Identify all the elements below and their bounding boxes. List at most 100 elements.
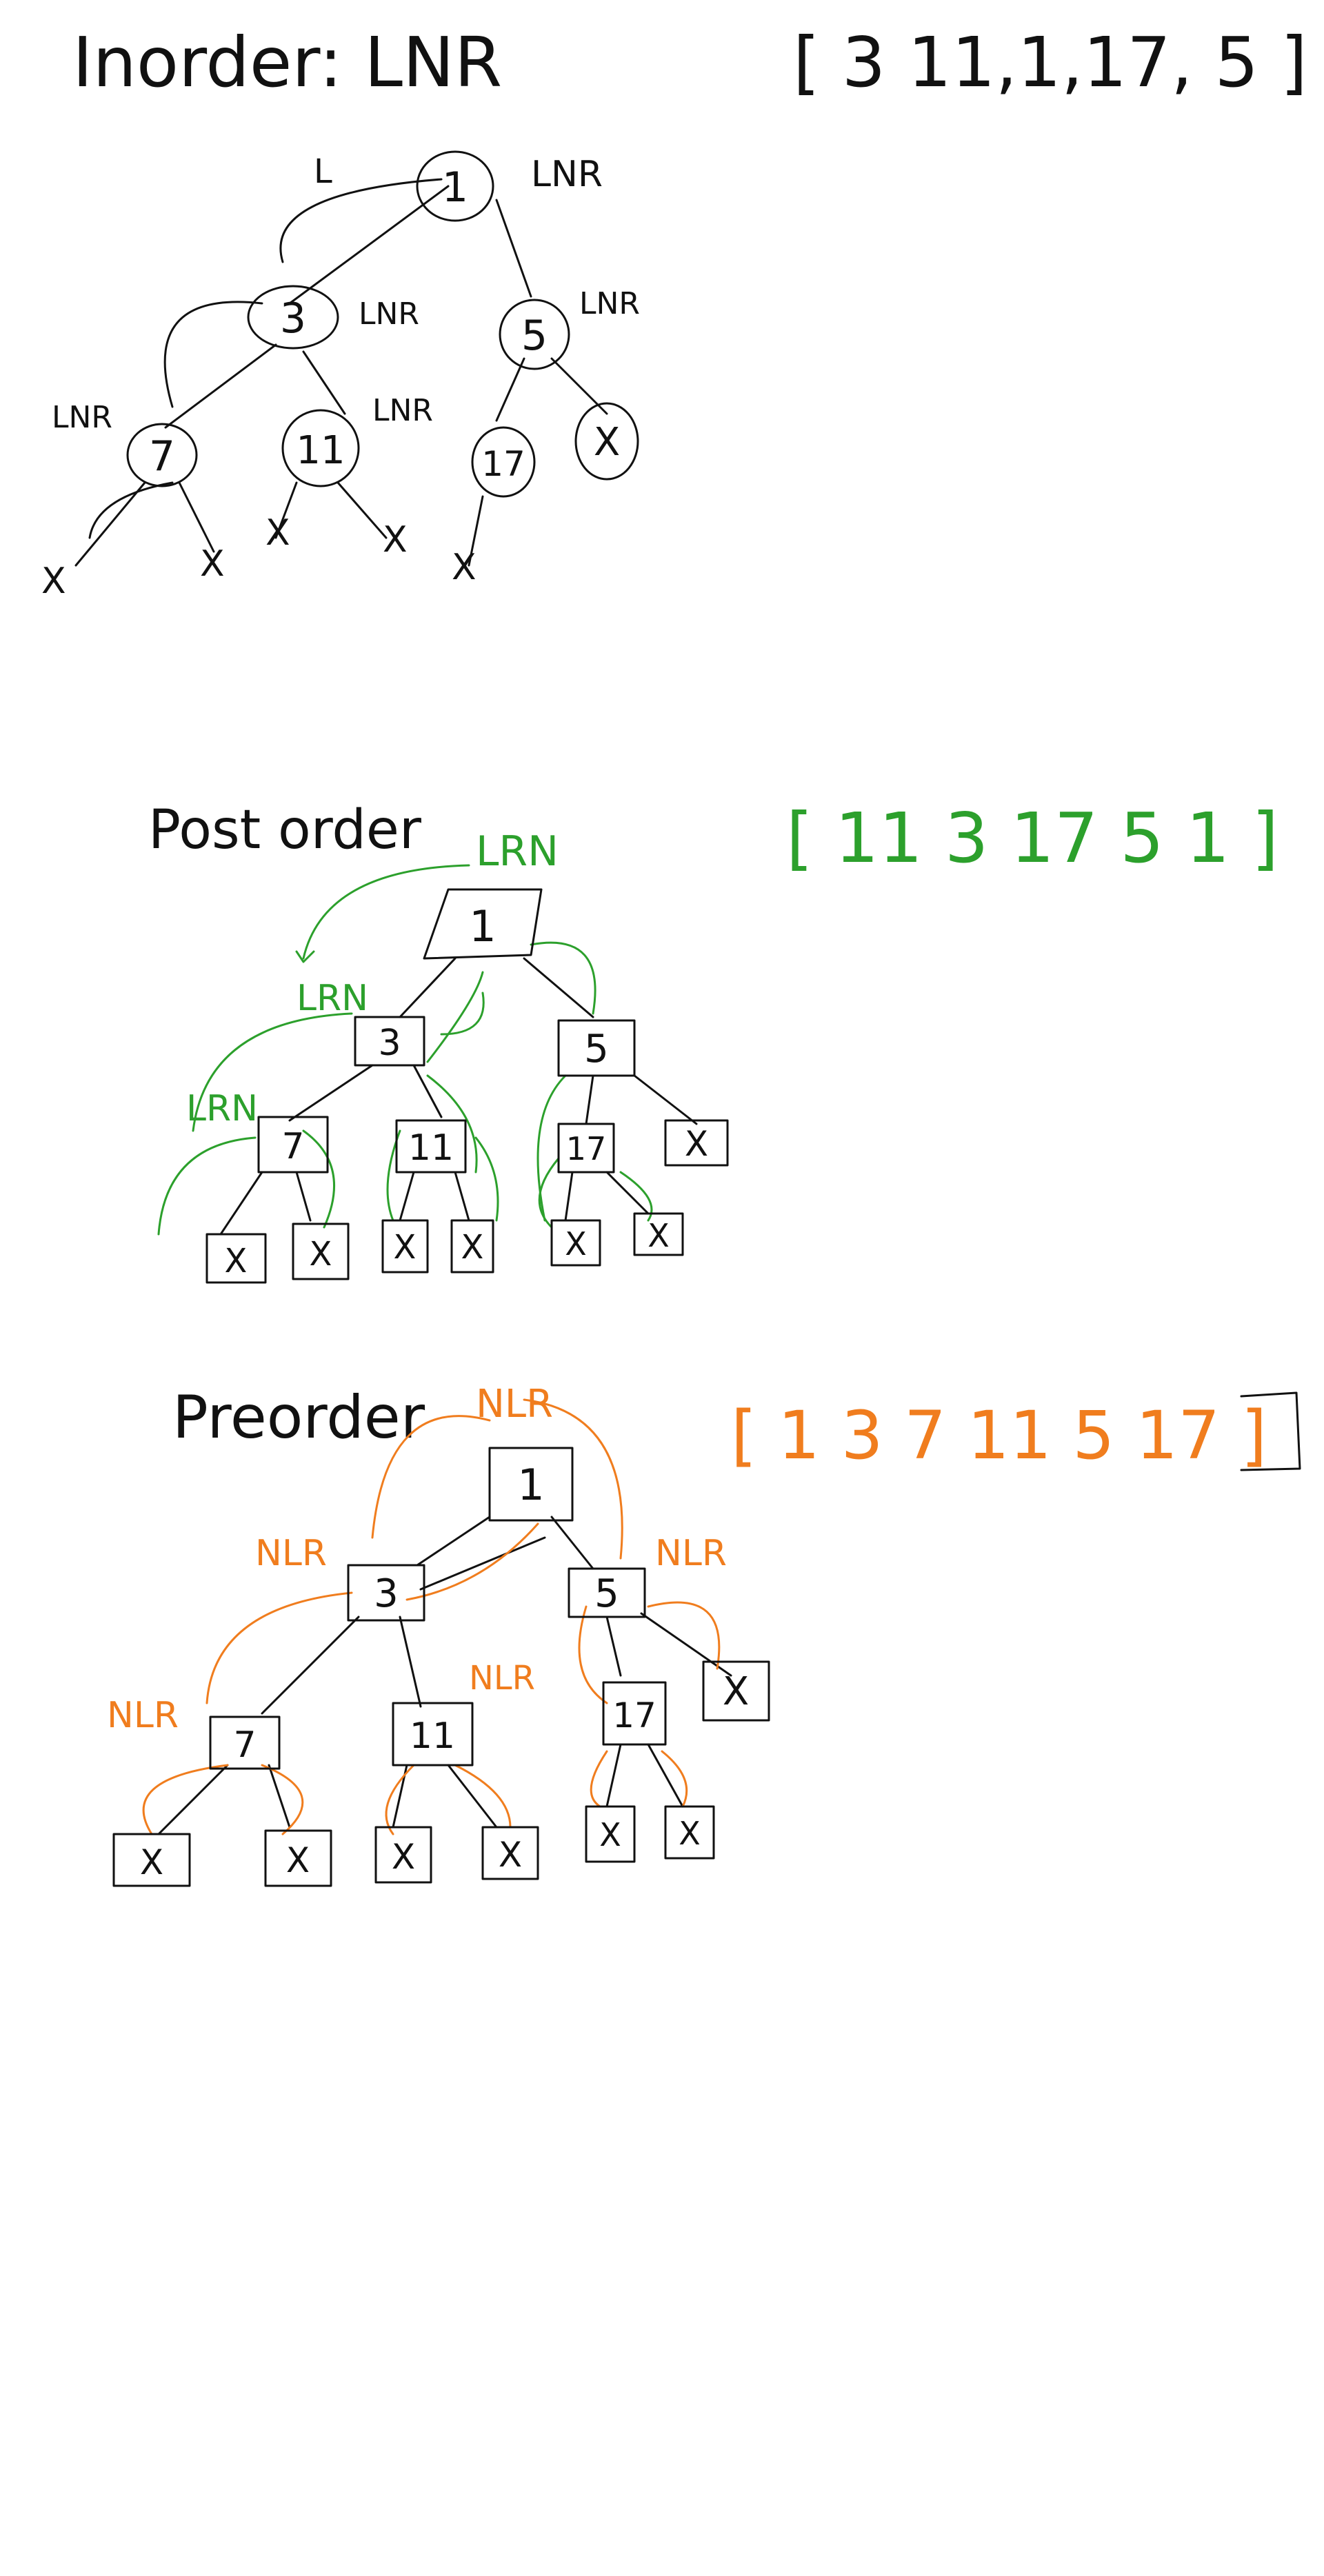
null-marker: X: [599, 1816, 621, 1853]
preorder-node-right-left: 17: [602, 1681, 667, 1746]
node-label: 1: [469, 901, 496, 952]
node-label: 11: [408, 1127, 454, 1169]
inorder-edge-label: L: [314, 152, 332, 191]
preorder-node-right: 5: [568, 1567, 646, 1618]
preorder-rule-label: NLR: [255, 1533, 327, 1574]
node-label: 1: [517, 1460, 544, 1510]
node-label: 5: [584, 1027, 609, 1071]
preorder-rule-label: NLR: [107, 1695, 179, 1736]
node-ellipse: [126, 423, 198, 487]
postorder-edges: [219, 957, 698, 1236]
node-label: 17: [612, 1695, 656, 1735]
node-label: 5: [521, 312, 548, 360]
node-label: 11: [296, 428, 345, 473]
node-label: X: [723, 1669, 749, 1714]
inorder-rule-label: LNR: [579, 286, 640, 321]
node-box: [602, 1681, 667, 1746]
preorder-node-left-left: 7: [209, 1715, 281, 1770]
null-marker: X: [310, 1235, 332, 1274]
node-box: [488, 1447, 574, 1522]
postorder-heading: Post order: [148, 799, 422, 861]
inorder-node-left: 3: [247, 285, 339, 350]
inorder-heading: Inorder: LNR: [72, 22, 502, 103]
inorder-result: [ 3 11,1,17, 5 ]: [793, 22, 1307, 103]
inorder-traversal-arrow: [279, 178, 443, 263]
node-label: 7: [149, 432, 175, 481]
postorder-section: Post order [ 11 3 17 5 1 ] LRN LRN LRN: [148, 798, 1278, 1284]
node-box: [392, 1702, 474, 1767]
postorder-null-nodes: X X X X X X: [205, 1212, 684, 1284]
preorder-node-left-right: 11: [392, 1702, 474, 1767]
node-label: 17: [481, 444, 525, 484]
inorder-rule-label: LNR: [531, 154, 603, 195]
node-box: [557, 1123, 615, 1174]
node-ellipse: [281, 409, 360, 487]
preorder-result-bracket: [1240, 1391, 1301, 1471]
node-box: [568, 1567, 646, 1618]
null-marker: X: [225, 1242, 248, 1280]
null-marker: X: [200, 543, 225, 585]
node-label: 5: [594, 1571, 619, 1616]
postorder-node-right-left: 17: [557, 1123, 615, 1174]
inorder-rule-label: LNR: [359, 296, 419, 332]
node-ellipse: [416, 150, 494, 222]
node-box: [664, 1119, 729, 1167]
node-box: [209, 1715, 281, 1770]
inorder-node-root: 1: [416, 150, 494, 222]
node-box: [395, 1119, 467, 1174]
inorder-node-right: 5: [499, 299, 570, 370]
postorder-node-left-left: 7: [257, 1116, 329, 1174]
node-box: [702, 1660, 770, 1722]
node-label: 3: [374, 1571, 399, 1616]
node-ellipse: [471, 426, 536, 498]
null-marker: X: [383, 519, 408, 561]
node-box: [423, 888, 543, 960]
postorder-node-root: 1: [423, 888, 543, 960]
preorder-section: Preorder [ 1 3 7 11 5 17 ] NLR NLR NLR N…: [107, 1382, 1301, 1887]
postorder-node-right-right: X: [664, 1119, 729, 1167]
inorder-section: Inorder: LNR [ 3 11,1,17, 5 ] 1: [41, 22, 1307, 602]
node-label: 7: [281, 1126, 304, 1167]
null-marker: X: [679, 1815, 701, 1852]
inorder-edges: [74, 178, 608, 567]
null-marker: X: [41, 561, 66, 602]
node-label: 3: [280, 294, 306, 343]
preorder-rule-label: NLR: [469, 1659, 535, 1698]
node-ellipse: [247, 285, 339, 350]
inorder-node-right-right: X: [574, 402, 639, 481]
node-box: [557, 1019, 636, 1077]
null-marker: X: [452, 547, 477, 588]
node-label: 1: [442, 163, 468, 212]
preorder-node-right-right: X: [702, 1660, 770, 1722]
node-label: 11: [410, 1715, 455, 1757]
postorder-rule-label: LRN: [297, 978, 368, 1019]
null-marker: X: [565, 1225, 587, 1262]
preorder-traversal-arrows: [142, 1398, 721, 1835]
preorder-traversal-arrow: [371, 1415, 491, 1539]
preorder-null-nodes: X X X X X X: [112, 1805, 715, 1887]
node-box: [347, 1564, 425, 1622]
postorder-traversal-arrow: [302, 864, 470, 960]
null-marker: X: [265, 512, 290, 554]
postorder-node-right: 5: [557, 1019, 636, 1077]
null-marker: X: [286, 1840, 310, 1880]
postorder-node-left-right: 11: [395, 1119, 467, 1174]
postorder-rule-label: LRN: [476, 827, 559, 876]
inorder-rule-label: LNR: [372, 393, 433, 428]
node-label: X: [685, 1124, 708, 1164]
inorder-node-left-left: 7: [126, 423, 198, 487]
preorder-edges: [157, 1516, 732, 1835]
null-marker: X: [499, 1835, 522, 1875]
node-label: 3: [378, 1023, 401, 1064]
preorder-result: [ 1 3 7 11 5 17 ]: [731, 1397, 1267, 1474]
node-box: [257, 1116, 329, 1174]
node-label: 7: [233, 1724, 256, 1766]
null-marker: X: [140, 1842, 163, 1882]
inorder-node-right-left: 17: [471, 426, 536, 498]
node-ellipse: [499, 299, 570, 370]
preorder-heading: Preorder: [172, 1383, 425, 1452]
node-label: 17: [566, 1130, 607, 1167]
postorder-traversal-arrows: [157, 864, 653, 1236]
null-marker: X: [392, 1837, 415, 1877]
